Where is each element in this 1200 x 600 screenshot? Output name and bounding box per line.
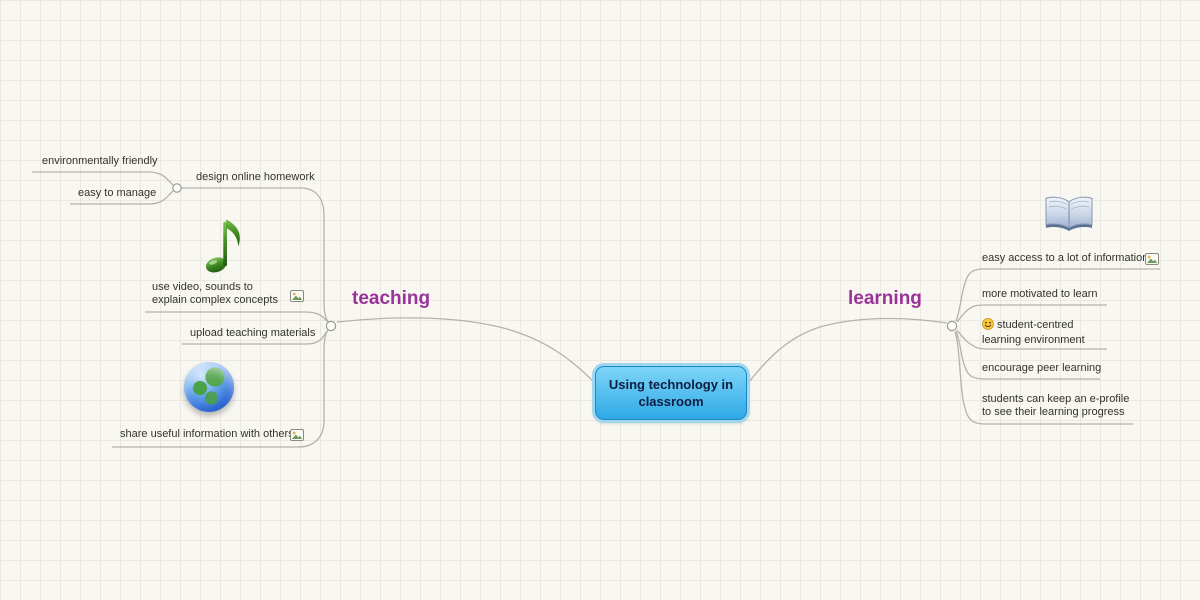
link-design-online-homework xyxy=(181,187,332,326)
node-design-online-homework[interactable]: design online homework xyxy=(196,171,315,184)
root-label: Using technology in classroom xyxy=(608,377,734,409)
link-more-motivated xyxy=(956,304,1107,323)
node-more-motivated[interactable]: more motivated to learn xyxy=(982,288,1098,301)
link-easy-to-manage xyxy=(70,190,174,205)
root-node[interactable]: Using technology in classroom xyxy=(595,366,747,420)
node-label: design online homework xyxy=(196,171,315,183)
collapse-toggle-design-homework[interactable] xyxy=(172,183,182,193)
link-easy-access xyxy=(955,268,1160,322)
node-label: share useful information with others xyxy=(120,428,294,440)
node-label: encourage peer learning xyxy=(982,362,1102,374)
node-easy-to-manage[interactable]: easy to manage xyxy=(78,187,156,200)
link-use-video xyxy=(145,311,330,324)
branch-learning[interactable]: learning xyxy=(848,288,922,310)
link-upload-materials xyxy=(182,328,330,345)
node-upload-teaching-materials[interactable]: upload teaching materials xyxy=(190,327,315,340)
music-note-icon[interactable] xyxy=(200,212,252,281)
link-eprofile xyxy=(954,331,1133,425)
smiley-icon xyxy=(982,318,994,334)
image-attachment-icon[interactable] xyxy=(290,428,304,446)
link-teaching-root xyxy=(336,317,601,389)
branch-teaching[interactable]: teaching xyxy=(352,288,430,310)
node-label: easy to manage xyxy=(78,187,157,199)
node-label: upload teaching materials xyxy=(190,327,316,339)
node-eprofile-progress[interactable]: students can keep an e-profile to see th… xyxy=(982,393,1134,418)
node-label: students can keep an e-profile to see th… xyxy=(982,393,1130,418)
node-label: use video, sounds to explain complex con… xyxy=(152,281,278,306)
branch-label-text: teaching xyxy=(352,288,431,309)
link-learning-root xyxy=(743,317,948,389)
node-encourage-peer-learning[interactable]: encourage peer learning xyxy=(982,362,1101,375)
link-student-centred xyxy=(956,329,1107,350)
collapse-toggle-teaching[interactable] xyxy=(325,320,337,332)
link-environmentally-friendly xyxy=(32,171,174,186)
open-book-icon[interactable] xyxy=(1043,194,1095,239)
collapse-toggle-learning[interactable] xyxy=(946,320,958,332)
node-easy-access-information[interactable]: easy access to a lot of information xyxy=(982,252,1148,265)
node-label: more motivated to learn xyxy=(982,288,1098,300)
branch-label-text: learning xyxy=(848,288,922,309)
node-student-centred-environment[interactable]: student-centred learning environment xyxy=(982,318,1108,346)
node-label: easy access to a lot of information xyxy=(982,252,1149,264)
image-attachment-icon[interactable] xyxy=(290,289,304,307)
node-environmentally-friendly[interactable]: environmentally friendly xyxy=(42,155,158,168)
link-peer-learning xyxy=(955,330,1100,380)
node-share-useful-information[interactable]: share useful information with others xyxy=(120,428,294,441)
node-label: student-centred learning environment xyxy=(982,319,1085,346)
node-use-video-sounds[interactable]: use video, sounds to explain complex con… xyxy=(152,281,280,306)
globe-icon[interactable] xyxy=(184,362,234,412)
image-attachment-icon[interactable] xyxy=(1145,252,1159,270)
link-share-information xyxy=(112,326,332,448)
node-label: environmentally friendly xyxy=(42,155,158,167)
